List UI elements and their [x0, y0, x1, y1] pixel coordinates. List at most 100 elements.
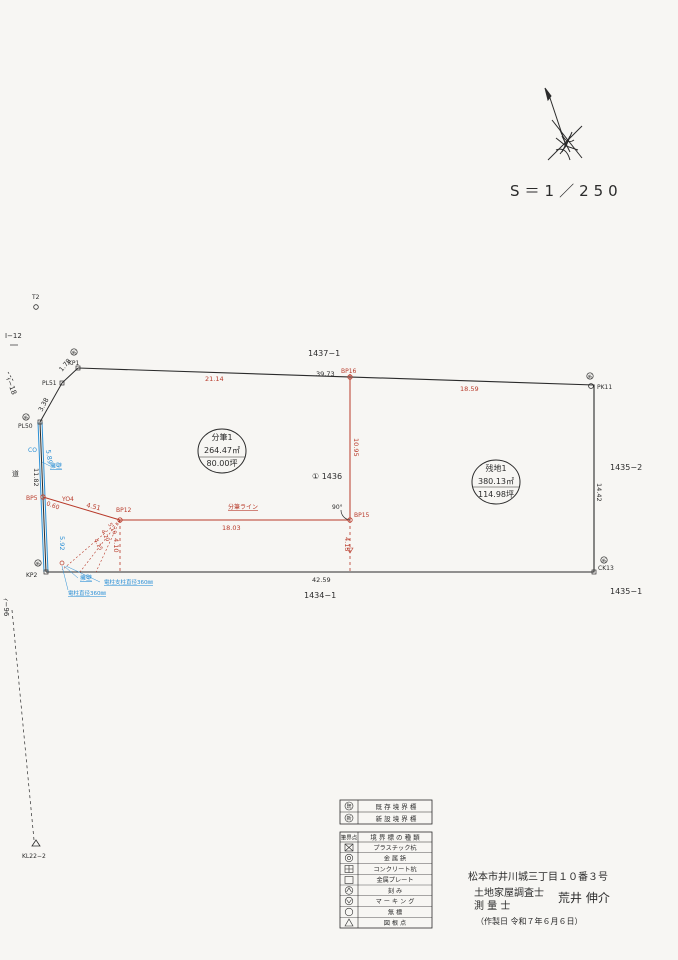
diag-dashed-1: [61, 519, 121, 571]
legend1-mark-1: 新: [346, 815, 351, 822]
edge-label-1: I−12: [5, 332, 22, 340]
pole-leader-1: [65, 565, 101, 583]
legend2-header-mark: 筆界点: [341, 834, 358, 842]
point-pl50: 新 PL50: [18, 413, 43, 430]
scale-label: S＝1／250: [510, 182, 623, 200]
point-bp12: BP12: [116, 507, 132, 523]
edge-tick-2: [7, 371, 15, 383]
legend1-text-0: 既 存 境 界 標: [376, 802, 417, 811]
dim-left-lower: 5.92: [58, 536, 66, 550]
dim-pl51-pl50: 3.38: [37, 396, 51, 413]
dim-bp15-down: 4.15: [343, 537, 351, 551]
dim-diag-b: 4.20: [99, 529, 110, 543]
new-mark-pk11: 新: [588, 373, 592, 379]
wall-label-bottom: 擁壁: [80, 574, 92, 582]
remain-parcel-area: 380.13㎡: [478, 477, 514, 486]
point-label-bp16: BP16: [341, 368, 357, 375]
plastic-stake-icon: [344, 843, 354, 852]
legend2-row-6: 無 標: [388, 908, 402, 916]
legend2-row-2: コンクリート杭: [373, 865, 416, 873]
dim-bp12-down: 4.10: [112, 538, 120, 552]
dashed-reference-line: [11, 609, 35, 841]
new-mark-pl50: 新: [24, 414, 28, 420]
point-kp1: 新 KP1: [68, 348, 81, 371]
surveyor-title-1: 土地家屋調査士: [474, 886, 544, 899]
point-yo-small: [59, 560, 65, 566]
point-label-bp12: BP12: [116, 507, 132, 514]
creation-date: （作製日 令和７年６月６日）: [476, 916, 583, 926]
wall-leader-top: [41, 461, 51, 467]
dim-top-right: 18.59: [460, 385, 479, 393]
point-kp2: 新 KP2: [26, 559, 49, 579]
point-ck13: 新 CK13: [591, 556, 614, 575]
pole-leader-2: [61, 565, 69, 591]
remain-parcel-name: 残地1: [485, 463, 506, 473]
pole-label-1: 電柱支柱直径360㎜: [104, 578, 153, 586]
dim-top-total: 39.73: [316, 370, 335, 378]
dim-bp12-yo4: 4.51: [86, 501, 102, 512]
legend2-row-0: プラスチック杭: [373, 844, 416, 852]
legend1-mark-0: 既: [346, 804, 351, 810]
split-line-label: 分筆ライン: [228, 503, 258, 511]
dim-diag-a: 4.15: [92, 538, 103, 552]
surveyor-name: 荒井 伸介: [558, 891, 610, 905]
point-label-pl50: PL50: [18, 423, 33, 430]
dim-bottom: 42.59: [312, 576, 331, 584]
point-label-pl51: PL51: [42, 380, 57, 387]
legend2-row-1: 金 属 鋲: [384, 855, 407, 863]
split-west-line: [42, 496, 121, 521]
pole-label-2: 電柱直径360㎜: [68, 589, 106, 597]
split-parcel-label: 分筆1 264.47㎡ 80.00坪: [197, 428, 247, 474]
legend1-text-1: 新 設 境 界 標: [376, 814, 417, 823]
point-label-ck13: CK13: [598, 565, 614, 572]
plastic-stake-icon-x: [344, 843, 354, 852]
legend2-row-4: 刻 み: [388, 887, 402, 895]
metal-plate-icon: [344, 876, 354, 884]
split-parcel-name: 分筆1: [211, 432, 232, 442]
marking-icon: [344, 896, 354, 906]
point-kl22: KL22−2: [22, 839, 46, 860]
dim-top-left: 21.14: [205, 375, 224, 383]
point-label-bp5: BP5: [26, 495, 38, 502]
point-bp15: BP15 90°: [332, 504, 370, 554]
angle-label: 90°: [332, 504, 343, 511]
dim-diag-c: 5.10: [106, 522, 117, 536]
road-label: 道: [12, 469, 19, 478]
notch-icon: [344, 886, 354, 895]
diag-dashed-2: [79, 519, 121, 573]
dim-right: 14.42: [595, 483, 603, 502]
dim-co: 5.89: [44, 449, 54, 464]
point-pl51: PL51: [42, 380, 65, 387]
wall-leader-bottom: [63, 565, 79, 579]
legend-existing-new: 既 新 既 存 境 界 標 新 設 境 界 標: [339, 799, 433, 825]
metal-rivet-icon: [344, 853, 354, 863]
lot-center: ① 1436: [312, 472, 342, 481]
co-label: CO: [28, 447, 37, 454]
point-label-pk11: PK11: [597, 384, 612, 391]
legend-boundary-types: 筆界点 境 界 標 の 種 類 プラスチック杭 金 属 鋲 コンクリート杭 金属…: [339, 831, 433, 929]
point-label-kl22: KL22−2: [22, 853, 46, 860]
diag-dashed-3: [95, 519, 121, 573]
remain-parcel-label: 残地1 380.13㎡ 114.98坪: [471, 459, 521, 505]
edge-label-3: ｨ−96: [2, 598, 10, 617]
north-arrow-icon: [544, 87, 583, 161]
control-point-icon: [344, 918, 354, 927]
dim-split-line: 18.03: [222, 524, 241, 532]
concrete-stake-icon: [344, 865, 354, 873]
point-label-t2: T2: [31, 294, 40, 301]
dim-yo4-left: 0.60: [45, 500, 60, 511]
wall-label-top: 擁壁: [50, 462, 62, 470]
lot-north: 1437−1: [308, 349, 340, 358]
new-mark-kp1: 新: [72, 349, 76, 355]
point-label-bp15: BP15: [354, 512, 370, 519]
point-pk11: 新 PK11: [586, 372, 612, 391]
legend2-row-7: 図 根 点: [384, 919, 407, 927]
dim-left-upper: 11.82: [32, 468, 40, 487]
legend2-row-5: マ ー キ ン グ: [376, 898, 415, 906]
split-parcel-area: 264.47㎡: [204, 446, 240, 455]
surveyor-title-2: 測 量 士: [474, 899, 510, 912]
point-bp16: BP16: [341, 368, 357, 380]
point-label-kp1: KP1: [68, 360, 80, 367]
new-mark-kp2: 新: [36, 560, 40, 566]
